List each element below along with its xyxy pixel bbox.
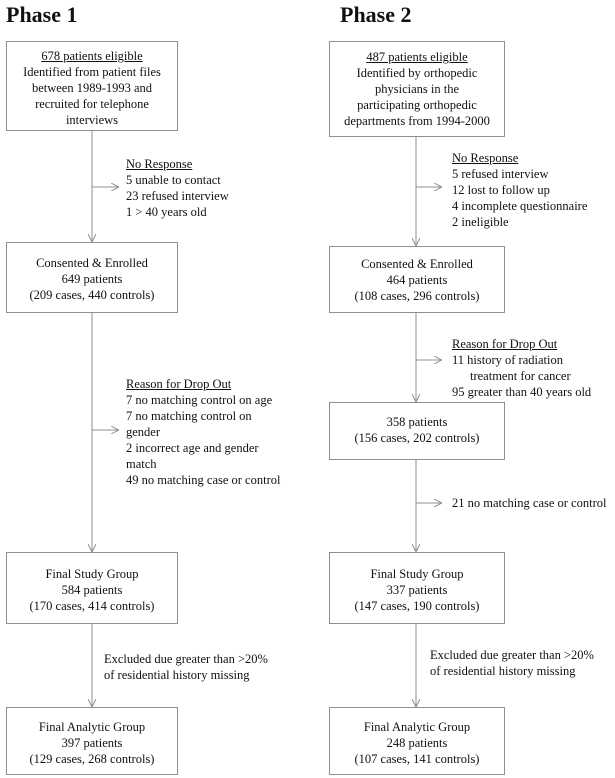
p1-enrolled-box: Consented & Enrolled 649 patients (209 c… xyxy=(6,242,178,313)
box-line: (209 cases, 440 controls) xyxy=(29,288,155,302)
box-line: (108 cases, 296 controls) xyxy=(354,289,480,303)
p2-358-box: 358 patients (156 cases, 202 controls) xyxy=(329,402,505,460)
note-line: 2 incorrect age and gender xyxy=(126,441,259,455)
note-line: 21 no matching case or control xyxy=(452,496,607,510)
note-line: of residential history missing xyxy=(104,668,250,682)
box-line: 358 patients xyxy=(386,415,448,429)
note-line: 5 unable to contact xyxy=(126,173,221,187)
p1-eligible-box: 678 patients eligible Identified from pa… xyxy=(6,41,178,131)
phase-1-title: Phase 1 xyxy=(6,2,78,27)
box-line: Consented & Enrolled xyxy=(36,256,148,270)
p2-no-response-note: No Response 5 refused interview 12 lost … xyxy=(452,150,587,230)
p2-analytic-group-box: Final Analytic Group 248 patients (107 c… xyxy=(329,707,505,775)
note-head: Reason for Drop Out xyxy=(126,377,232,391)
box-line: Identified from patient files xyxy=(23,65,161,79)
note-line: 4 incomplete questionnaire xyxy=(452,199,588,213)
box-line: between 1989-1993 and xyxy=(31,81,153,95)
note-line: Excluded due greater than >20% xyxy=(104,652,268,666)
box-line: participating orthopedic xyxy=(357,98,477,112)
note-line: 7 no matching control on age xyxy=(126,393,273,407)
p2-excluded-note: Excluded due greater than >20% of reside… xyxy=(430,647,594,679)
p1-no-response-note: No Response 5 unable to contact 23 refus… xyxy=(126,156,229,220)
box-line: Final Analytic Group xyxy=(38,720,146,734)
note-line: 12 lost to follow up xyxy=(452,183,550,197)
box-line: (129 cases, 268 controls) xyxy=(29,752,155,766)
note-line: 23 refused interview xyxy=(126,189,229,203)
note-line: 7 no matching control on xyxy=(126,409,252,423)
note-line: 2 ineligible xyxy=(452,215,509,229)
note-line: 5 refused interview xyxy=(452,167,549,181)
note-head: Reason for Drop Out xyxy=(452,337,558,351)
box-line: 248 patients xyxy=(386,736,448,750)
p1-excluded-note: Excluded due greater than >20% of reside… xyxy=(104,651,268,683)
box-line: (147 cases, 190 controls) xyxy=(354,599,480,613)
phase-2-title: Phase 2 xyxy=(340,2,412,27)
p1-dropout-note: Reason for Drop Out 7 no matching contro… xyxy=(126,376,280,488)
box-line: (170 cases, 414 controls) xyxy=(29,599,155,613)
note-line: match xyxy=(126,457,157,471)
box-line: recruited for telephone xyxy=(35,97,149,111)
box-line: 649 patients xyxy=(61,272,123,286)
box-line: Final Study Group xyxy=(370,567,464,581)
box-line: 397 patients xyxy=(61,736,123,750)
note-line: 1 > 40 years old xyxy=(126,205,207,219)
note-head: No Response xyxy=(452,151,519,165)
box-line: Consented & Enrolled xyxy=(361,257,473,271)
box-line: Final Analytic Group xyxy=(363,720,471,734)
p2-no-match-note: 21 no matching case or control xyxy=(452,495,606,511)
note-line: gender xyxy=(126,425,161,439)
p1-analytic-group-box: Final Analytic Group 397 patients (129 c… xyxy=(6,707,178,775)
note-line: of residential history missing xyxy=(430,664,576,678)
p1-eligible-head: 678 patients eligible xyxy=(41,49,143,63)
box-line: Identified by orthopedic xyxy=(356,66,478,80)
box-line: departments from 1994-2000 xyxy=(344,114,490,128)
box-line: 464 patients xyxy=(386,273,448,287)
box-line: 337 patients xyxy=(386,583,448,597)
p2-dropout-note: Reason for Drop Out 11 history of radiat… xyxy=(452,336,591,400)
box-line: Final Study Group xyxy=(45,567,139,581)
note-line: treatment for cancer xyxy=(470,369,571,383)
note-line: 49 no matching case or control xyxy=(126,473,281,487)
box-line: 584 patients xyxy=(61,583,123,597)
p2-enrolled-box: Consented & Enrolled 464 patients (108 c… xyxy=(329,246,505,313)
box-line: interviews xyxy=(65,113,119,127)
p2-eligible-box: 487 patients eligible Identified by orth… xyxy=(329,41,505,137)
p2-eligible-head: 487 patients eligible xyxy=(366,50,468,64)
box-line: physicians in the xyxy=(374,82,459,96)
box-line: (156 cases, 202 controls) xyxy=(354,431,480,445)
note-head: No Response xyxy=(126,157,193,171)
note-line: Excluded due greater than >20% xyxy=(430,648,594,662)
p2-study-group-box: Final Study Group 337 patients (147 case… xyxy=(329,552,505,624)
box-line: (107 cases, 141 controls) xyxy=(354,752,480,766)
note-line: 11 history of radiation xyxy=(452,353,563,367)
p1-study-group-box: Final Study Group 584 patients (170 case… xyxy=(6,552,178,624)
note-line: 95 greater than 40 years old xyxy=(452,385,592,399)
